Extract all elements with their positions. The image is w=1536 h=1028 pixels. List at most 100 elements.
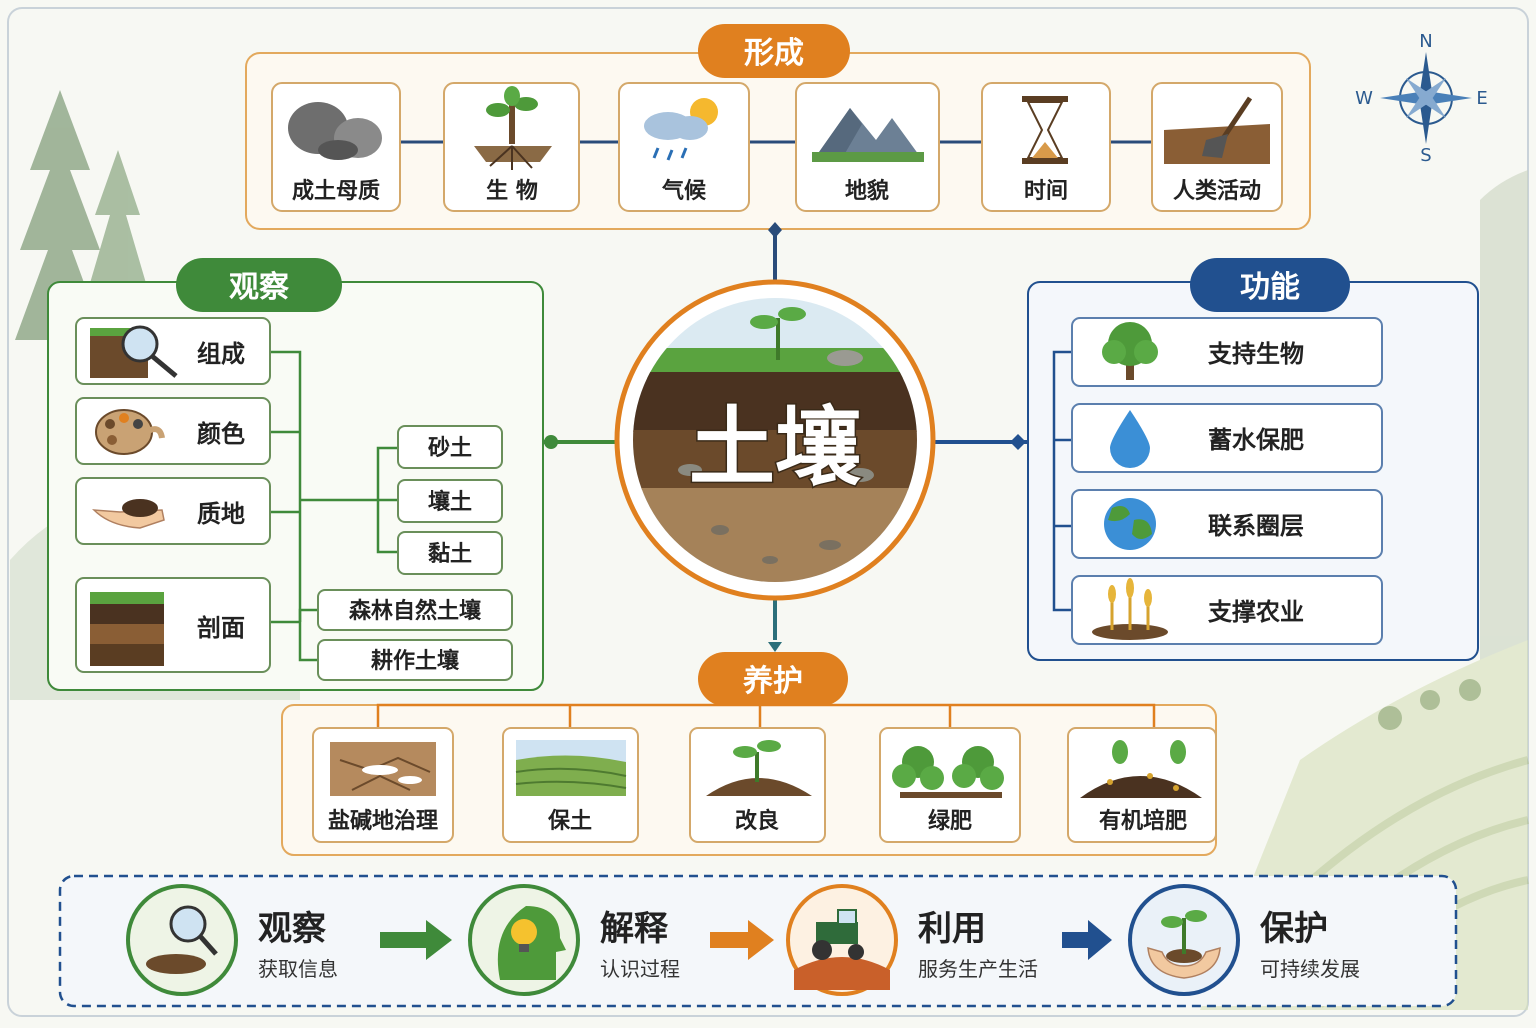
tree-roots-icon xyxy=(474,86,552,170)
care-title: 养护 xyxy=(743,664,803,699)
compass-west: W xyxy=(1355,88,1373,109)
svg-text:森林自然土壤: 森林自然土壤 xyxy=(349,598,482,624)
process-title: 利用 xyxy=(918,909,986,949)
care-item-soil-conservation: 保土 xyxy=(502,727,639,843)
process-step-protect: 保护 可持续发展 xyxy=(1128,884,1360,996)
pine-tree-icon xyxy=(88,150,148,290)
soil-profile-icon xyxy=(90,592,164,666)
formation-label: 时间 xyxy=(1024,179,1068,204)
globe-icon xyxy=(1104,498,1156,550)
care-label: 绿肥 xyxy=(928,808,972,834)
formation-label: 人类活动 xyxy=(1173,179,1261,204)
center-soil-circle: 土壤 xyxy=(614,279,936,601)
tractor-icon xyxy=(794,909,890,990)
function-label: 支持生物 xyxy=(1208,340,1304,368)
function-item-link-spheres: 联系圈层 xyxy=(1071,489,1383,559)
compass-rose-icon: N S E W xyxy=(1355,31,1488,166)
formation-title-pill xyxy=(698,24,850,78)
formation-title: 形成 xyxy=(744,36,804,71)
profile-type-forest: 森林自然土壤 xyxy=(317,589,513,631)
care-item-green-manure: 绿肥 xyxy=(879,727,1021,843)
formation-item-biology: 生 物 xyxy=(443,82,580,212)
function-item-support-life: 支持生物 xyxy=(1071,317,1383,387)
weather-icon xyxy=(644,98,718,161)
formation-label: 气候 xyxy=(661,178,707,204)
magnifier-soil-icon xyxy=(90,325,178,378)
function-title: 功能 xyxy=(1240,270,1300,305)
care-item-organic-fertilization: 有机培肥 xyxy=(1067,727,1217,843)
lightbulb-head-icon xyxy=(497,906,566,980)
process-step-use: 利用 服务生产生活 xyxy=(786,884,1038,996)
formation-item-parent-material: 成土母质 xyxy=(271,82,401,212)
process-title: 保护 xyxy=(1260,909,1328,949)
compass-east: E xyxy=(1476,88,1487,109)
observe-item-texture: 质地 xyxy=(75,477,271,545)
formation-item-climate: 气候 xyxy=(618,82,750,212)
compost-icon xyxy=(1080,740,1202,798)
process-title: 观察 xyxy=(258,909,326,949)
function-item-water-fertility: 蓄水保肥 xyxy=(1071,403,1383,473)
observe-label: 组成 xyxy=(197,340,245,368)
care-item-improvement: 改良 xyxy=(689,727,826,843)
hands-seedling-icon xyxy=(1147,910,1221,979)
formation-label: 生 物 xyxy=(486,178,538,204)
crops-icon xyxy=(1092,578,1168,640)
process-subtitle: 认识过程 xyxy=(600,957,680,981)
hand-soil-icon xyxy=(92,499,165,529)
function-title-pill xyxy=(1190,258,1350,312)
pine-tree-icon xyxy=(15,90,105,340)
formation-item-landform: 地貌 xyxy=(795,82,940,212)
observe-title-pill xyxy=(176,258,342,312)
compass-north: N xyxy=(1419,31,1432,52)
care-title-pill xyxy=(698,652,848,706)
process-step-observe: 观察 获取信息 xyxy=(126,884,338,996)
observe-label: 颜色 xyxy=(197,420,245,448)
profile-type-cultivated: 耕作土壤 xyxy=(317,639,513,681)
formation-item-time: 时间 xyxy=(981,82,1111,212)
formation-label: 成土母质 xyxy=(292,179,380,204)
process-arrow-icon xyxy=(380,920,452,960)
texture-type-loam: 壤土 xyxy=(397,479,503,523)
observe-label: 质地 xyxy=(197,500,245,528)
svg-text:黏土: 黏土 xyxy=(428,542,472,567)
function-label: 蓄水保肥 xyxy=(1208,426,1304,454)
care-label: 改良 xyxy=(735,808,779,834)
care-label: 有机培肥 xyxy=(1099,808,1187,834)
compass-south: S xyxy=(1420,145,1431,166)
sprout-icon xyxy=(706,740,812,796)
tree-icon xyxy=(1102,322,1158,380)
formation-label: 地貌 xyxy=(845,178,889,204)
function-item-support-agriculture: 支撑农业 xyxy=(1071,575,1383,645)
observe-item-composition: 组成 xyxy=(75,317,271,385)
formation-item-human-activity: 人类活动 xyxy=(1151,82,1283,212)
texture-type-sand: 砂土 xyxy=(397,425,503,469)
terraces-icon xyxy=(515,740,627,796)
process-title: 解释 xyxy=(600,909,669,949)
palette-icon xyxy=(95,409,165,455)
center-title: 土壤 xyxy=(689,398,861,498)
green-manure-icon xyxy=(892,746,1004,798)
function-label: 联系圈层 xyxy=(1208,512,1304,540)
process-subtitle: 获取信息 xyxy=(258,957,338,981)
magnifier-icon xyxy=(146,905,218,974)
observe-item-profile: 剖面 xyxy=(75,577,271,673)
water-drop-icon xyxy=(1110,410,1150,468)
saline-soil-icon xyxy=(330,742,436,796)
rocks-icon xyxy=(288,102,382,160)
svg-text:壤土: 壤土 xyxy=(428,489,472,515)
care-label: 保土 xyxy=(547,809,592,834)
observe-item-color: 颜色 xyxy=(75,397,271,465)
care-item-saline-treatment: 盐碱地治理 xyxy=(312,727,454,843)
svg-text:耕作土壤: 耕作土壤 xyxy=(371,648,460,674)
seedling-icon xyxy=(750,307,806,360)
process-arrow-icon xyxy=(1062,920,1112,960)
svg-text:砂土: 砂土 xyxy=(428,435,472,461)
process-subtitle: 可持续发展 xyxy=(1260,957,1360,981)
function-label: 支撑农业 xyxy=(1208,598,1304,626)
process-arrow-icon xyxy=(710,920,774,960)
mountain-icon xyxy=(812,108,924,162)
observe-title: 观察 xyxy=(229,270,290,305)
care-label: 盐碱地治理 xyxy=(328,808,438,834)
